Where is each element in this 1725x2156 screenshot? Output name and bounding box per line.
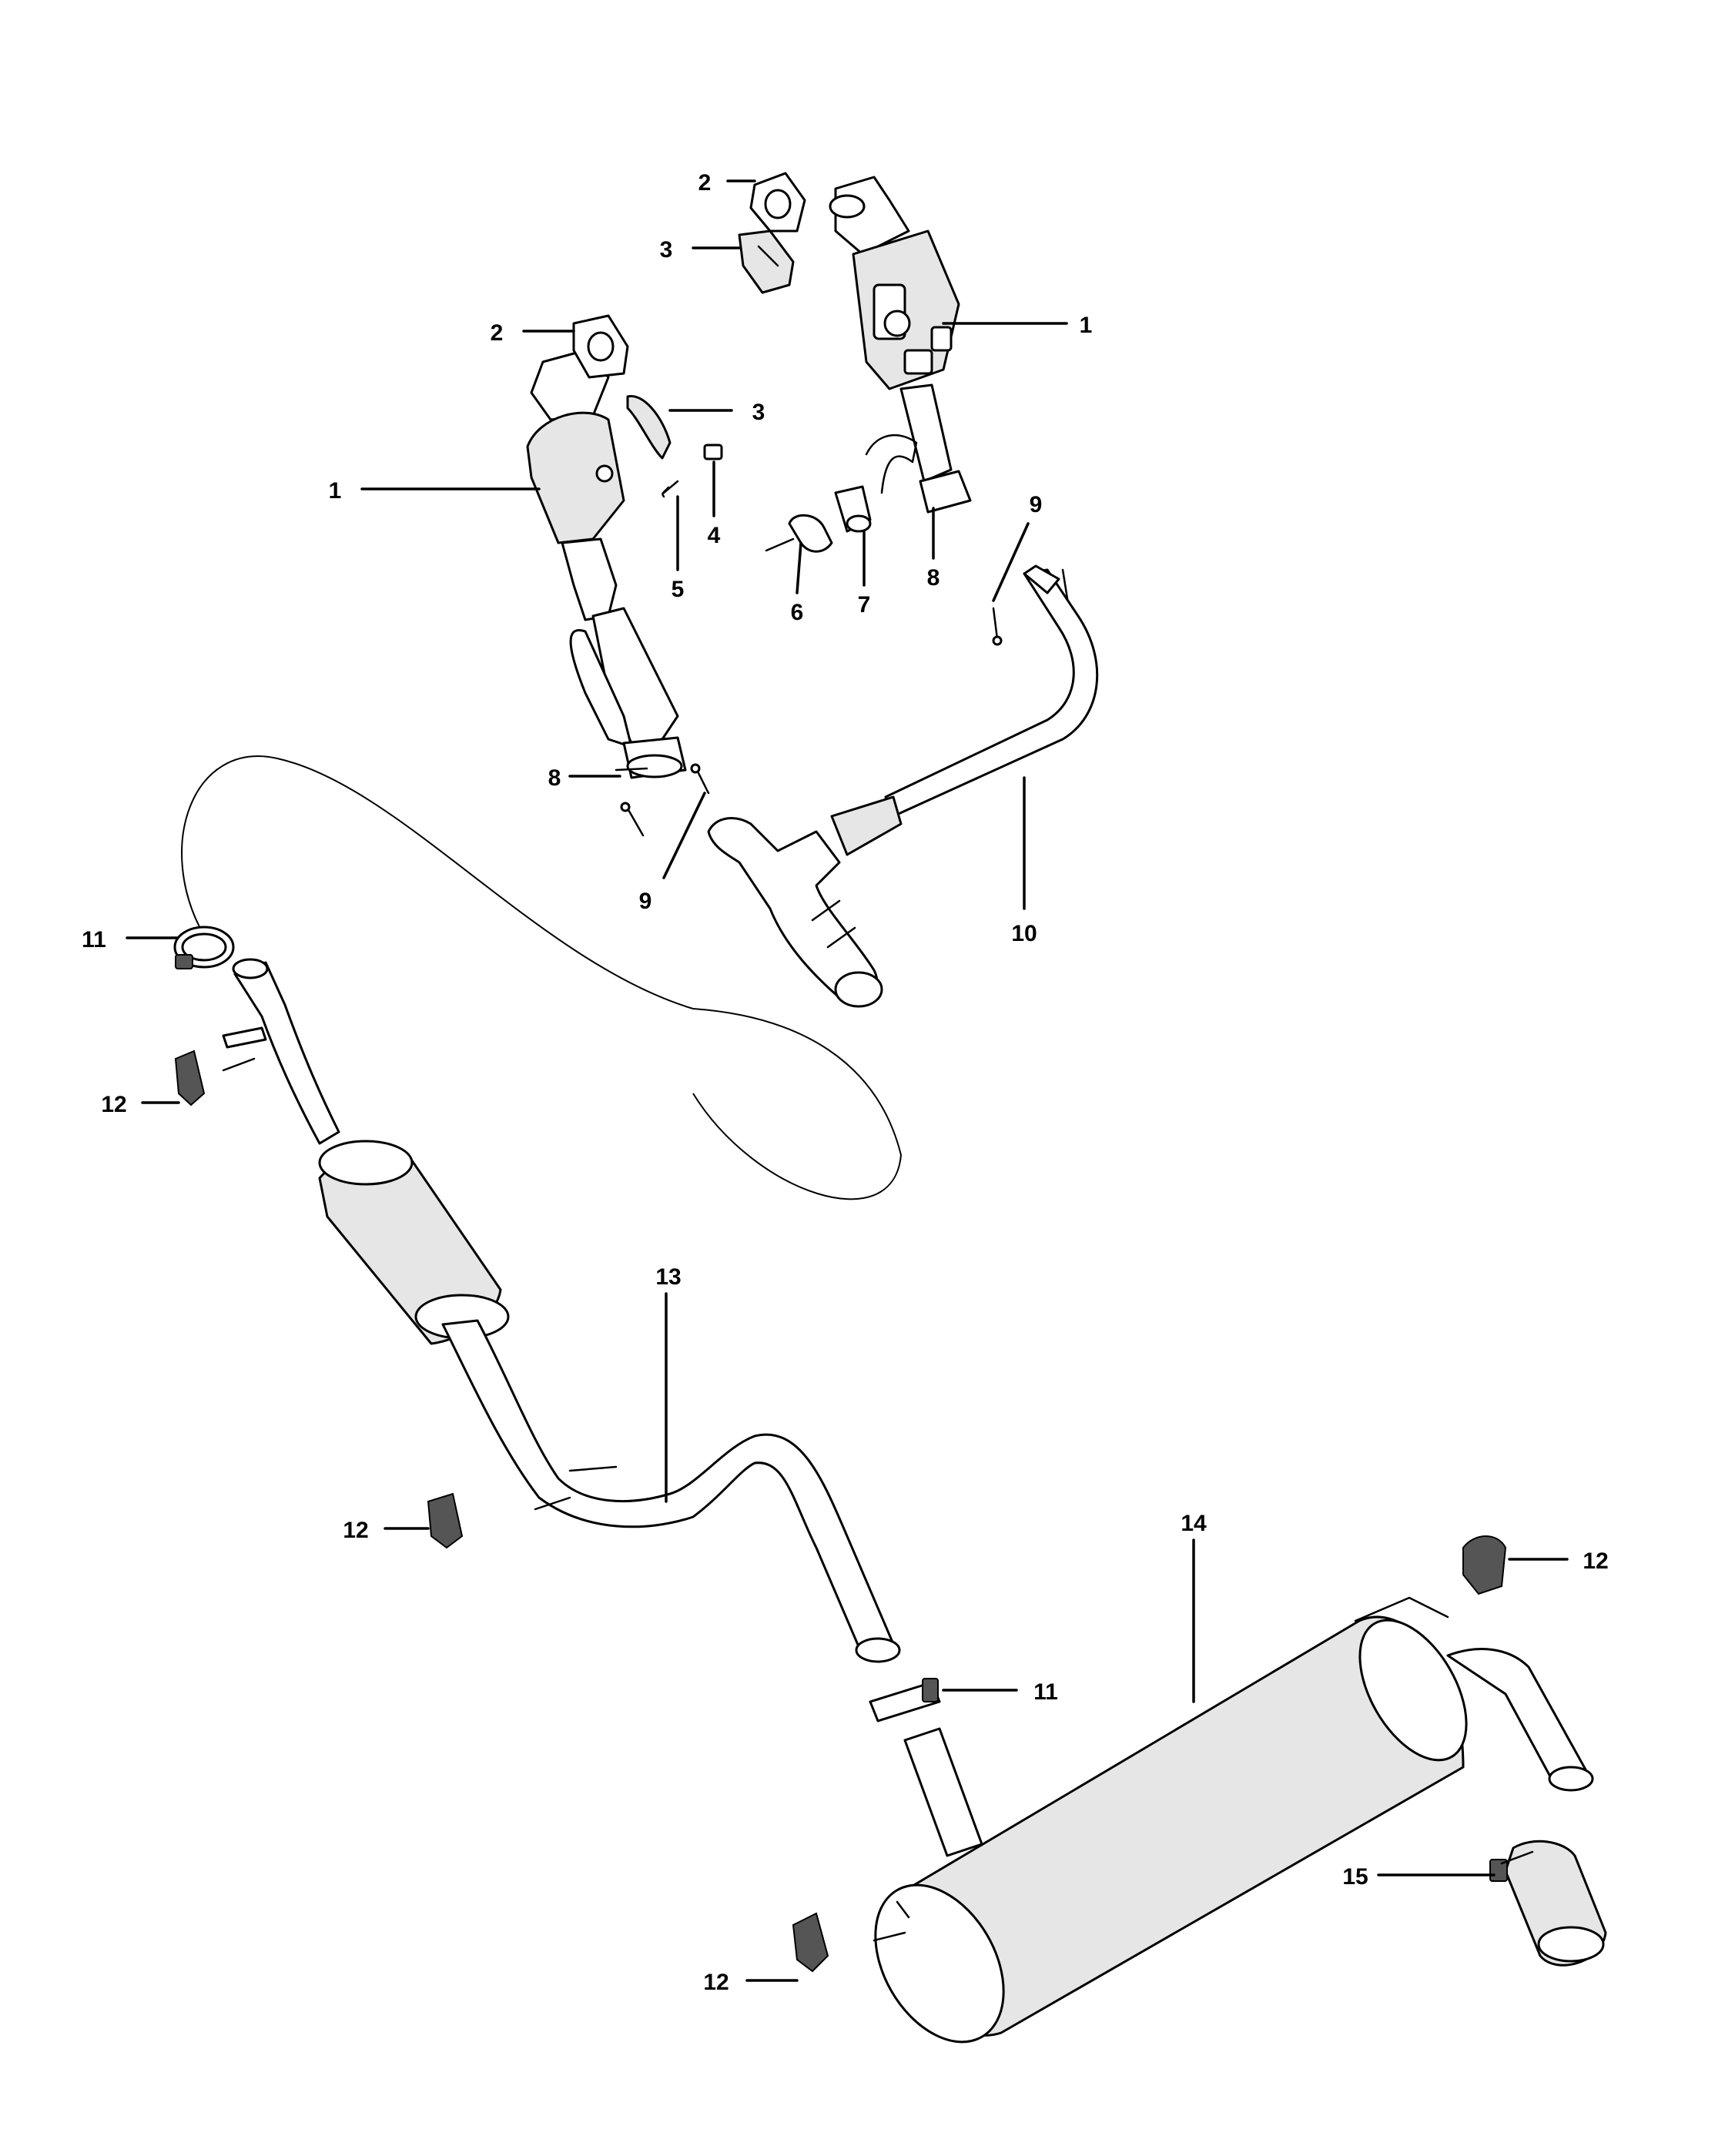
callout-6-bracket: 6: [791, 600, 804, 625]
hanger-insulator-a: [174, 1050, 256, 1106]
nut-part-4: [703, 444, 723, 460]
callout-10-crossover-pipe: 10: [1011, 921, 1037, 946]
flange-gasket-left: [615, 767, 648, 772]
callout-2-upper-gasket: 2: [698, 170, 712, 196]
callout-8-left-flange: 8: [548, 765, 561, 791]
callout-12-hanger-right: 12: [1583, 1548, 1608, 1574]
callout-8-right-flange: 8: [927, 565, 940, 591]
callout-12-hanger-upper-left: 12: [101, 1092, 126, 1117]
callout-11-upper-clamp: 11: [82, 927, 106, 952]
heat-shield-upper: [738, 229, 795, 294]
callout-12-hanger-middle: 12: [343, 1518, 368, 1543]
callout-2-left-gasket: 2: [491, 320, 504, 346]
callout-5-stud: 5: [672, 577, 685, 602]
crossover-pipe: [707, 564, 1099, 1008]
callout-4-nut: 4: [708, 523, 721, 548]
oxygen-sensor-bracket-part-6: [765, 514, 833, 553]
bolt-left-b: [690, 763, 710, 795]
callout-1-left-converter: 1: [329, 478, 342, 504]
callout-12-hanger-lower: 12: [703, 1970, 729, 1995]
intermediate-pipe-resonator: [222, 958, 901, 1663]
hanger-insulator-d: [792, 1912, 829, 1973]
exhaust-clamp-upper: [173, 926, 235, 969]
callout-13-intermediate-pipe: 13: [655, 1264, 681, 1290]
catalytic-converter-right: [829, 176, 972, 514]
hanger-insulator-b: [427, 1492, 464, 1549]
exhaust-tip: [1489, 1840, 1607, 1967]
callout-3-upper-shield: 3: [660, 237, 673, 263]
callout-14-muffler: 14: [1181, 1511, 1207, 1536]
bolt-left-a: [620, 802, 645, 837]
callout-11-lower-clamp: 11: [1033, 1679, 1058, 1705]
catalytic-converter-left: [526, 349, 687, 779]
callout-labels: 1 1 2 2 3 3 4 5 6 7 8 8 9 9 10 11 11 12 …: [82, 170, 1609, 1995]
leader-lines: [126, 179, 1569, 1982]
callout-9-left-bolts: 9: [639, 889, 652, 914]
callout-7-bushing: 7: [858, 592, 871, 618]
exhaust-clamp-lower: [869, 1678, 941, 1722]
exhaust-manifold-gasket-upper: [749, 172, 806, 233]
bushing-part-7: [834, 485, 872, 533]
callout-1-right-converter: 1: [1080, 313, 1093, 338]
muffler: [873, 1596, 1594, 2044]
callout-9-right-bolts: 9: [1030, 492, 1043, 517]
callout-3-left-shield: 3: [752, 400, 765, 425]
assembly-group-outline: [181, 755, 903, 1200]
callout-15-exhaust-tip: 15: [1342, 1864, 1368, 1890]
bolt-right-a: [992, 607, 1003, 646]
stud-part-5: [662, 480, 679, 498]
heat-shield-left: [626, 395, 672, 460]
hanger-insulator-c: [1462, 1535, 1507, 1595]
exhaust-manifold-gasket-left: [572, 314, 629, 379]
